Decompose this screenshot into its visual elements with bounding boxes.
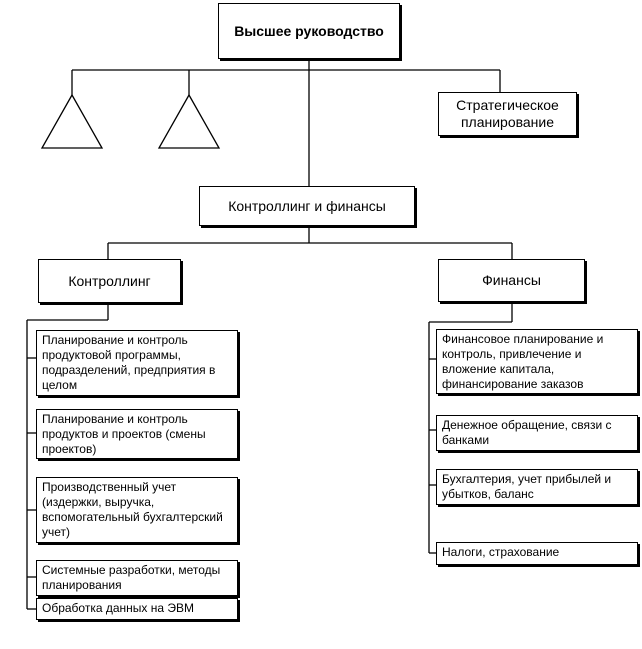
controlling-item-4-label: Системные разработки, методы планировани… [42, 563, 221, 592]
controlling-item-3-label: Производственный учет (издержки, выручка… [42, 480, 223, 539]
strategic-planning-box: Стратегическое планирование [438, 92, 577, 136]
finance-item-1-label: Финансовое планирование и контроль, прив… [442, 332, 604, 391]
controlling-label: Контроллинг [68, 272, 151, 289]
finance-box: Финансы [438, 259, 585, 302]
top-management-label: Высшее руководство [234, 23, 384, 39]
controlling-item-2-label: Планирование и контроль продуктов и прое… [42, 412, 206, 456]
finance-item-4-label: Налоги, страхование [442, 545, 560, 559]
controlling-item-4: Системные разработки, методы планировани… [36, 560, 238, 596]
triangle-shape-left [40, 93, 104, 149]
controlling-finance-label: Контроллинг и финансы [228, 197, 386, 214]
controlling-item-1-label: Планирование и контроль продуктовой прог… [42, 333, 216, 392]
strategic-planning-label: Стратегическое планирование [456, 97, 559, 130]
controlling-item-5-label: Обработка данных на ЭВМ [42, 601, 195, 615]
finance-item-2: Денежное обращение, связи с банками [436, 415, 638, 451]
finance-item-4: Налоги, страхование [436, 542, 638, 565]
finance-item-1: Финансовое планирование и контроль, прив… [436, 329, 638, 394]
controlling-finance-box: Контроллинг и финансы [199, 186, 415, 226]
finance-label: Финансы [482, 272, 541, 288]
controlling-item-2: Планирование и контроль продуктов и прое… [36, 409, 238, 459]
controlling-box: Контроллинг [38, 259, 181, 303]
finance-item-3: Бухгалтерия, учет прибылей и убытков, ба… [436, 469, 638, 505]
controlling-item-3: Производственный учет (издержки, выручка… [36, 477, 238, 543]
controlling-item-1: Планирование и контроль продуктовой прог… [36, 330, 238, 396]
top-management-box: Высшее руководство [218, 3, 400, 59]
finance-item-2-label: Денежное обращение, связи с банками [442, 418, 612, 447]
controlling-item-5: Обработка данных на ЭВМ [36, 598, 238, 620]
triangle-shape-middle [157, 93, 221, 149]
finance-item-3-label: Бухгалтерия, учет прибылей и убытков, ба… [442, 472, 612, 501]
